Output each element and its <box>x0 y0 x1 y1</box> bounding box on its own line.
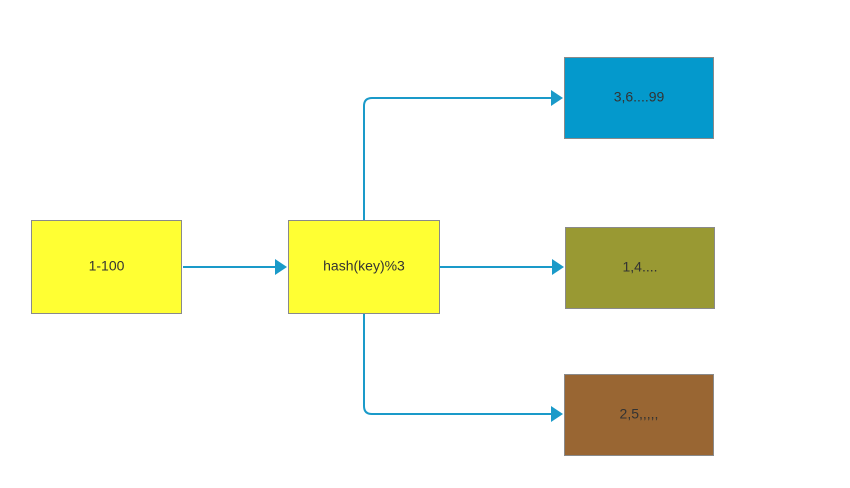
source-node: 1-100 <box>31 220 182 314</box>
arrowhead-hash-input <box>275 259 287 275</box>
output-label-top: 3,6....99 <box>614 89 665 105</box>
edge-hash-to-output-top <box>363 97 554 220</box>
output-node-middle: 1,4.... <box>565 227 715 309</box>
output-box-bottom <box>564 374 714 456</box>
output-node-bottom: 2,5,,,,, <box>564 374 714 456</box>
arrowhead-output-middle <box>552 259 564 275</box>
output-box-middle <box>565 227 715 309</box>
output-label-bottom: 2,5,,,,, <box>620 406 659 422</box>
output-node-top: 3,6....99 <box>564 57 714 139</box>
connectors <box>183 97 556 415</box>
arrowheads <box>275 90 564 422</box>
output-box-top <box>564 57 714 139</box>
source-box <box>31 220 182 314</box>
hash-box <box>288 220 440 314</box>
arrowhead-output-bottom <box>551 406 563 422</box>
source-label: 1-100 <box>89 258 125 274</box>
arrowhead-output-top <box>551 90 563 106</box>
hash-label: hash(key)%3 <box>323 258 405 274</box>
output-label-middle: 1,4.... <box>622 259 657 275</box>
edge-hash-to-output-bottom <box>363 314 554 415</box>
hash-node: hash(key)%3 <box>288 220 440 314</box>
